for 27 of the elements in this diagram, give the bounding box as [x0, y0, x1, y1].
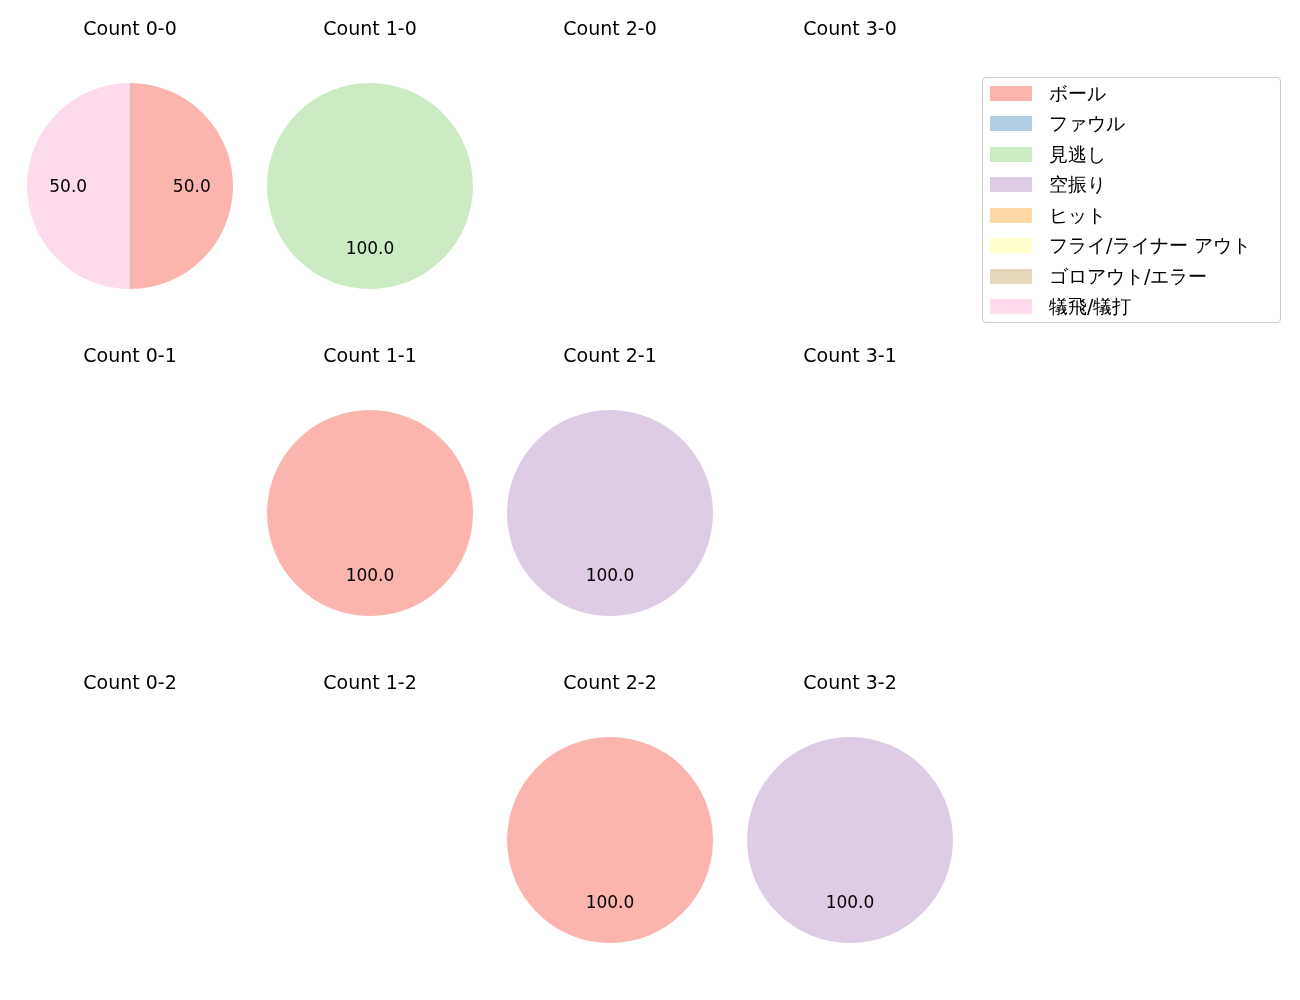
chart-title: Count 1-0: [323, 17, 417, 41]
value-label: 100.0: [345, 239, 395, 257]
chart-title: Count 3-1: [803, 344, 897, 368]
chart-title: Count 2-2: [563, 671, 657, 695]
chart-title: Count 0-2: [83, 671, 177, 695]
chart-title: Count 2-1: [563, 344, 657, 368]
legend-label: ファウル: [1049, 114, 1125, 133]
value-label: 100.0: [345, 566, 395, 584]
legend-label: 空振り: [1049, 175, 1106, 194]
legend-label: 犠飛/犠打: [1049, 297, 1132, 316]
chart-title: Count 1-2: [323, 671, 417, 695]
value-label: 100.0: [585, 566, 635, 584]
legend-label: 見逃し: [1049, 144, 1106, 164]
chart-title: Count 3-2: [803, 671, 897, 695]
legend-label: ボール: [1049, 83, 1106, 103]
value-label: 50.0: [172, 177, 211, 195]
legend-label: ヒット: [1049, 205, 1106, 225]
chart-title: Count 1-1: [323, 344, 417, 368]
chart-title: Count 0-0: [83, 17, 177, 41]
value-label: 50.0: [49, 177, 88, 195]
chart-title: Count 2-0: [563, 17, 657, 41]
value-label: 100.0: [825, 893, 875, 911]
chart-title: Count 0-1: [83, 344, 177, 368]
value-label: 100.0: [585, 893, 635, 911]
legend-label: フライ/ライナー アウト: [1049, 236, 1252, 255]
legend-label: ゴロアウト/エラー: [1049, 266, 1208, 286]
chart-title: Count 3-0: [803, 17, 897, 41]
